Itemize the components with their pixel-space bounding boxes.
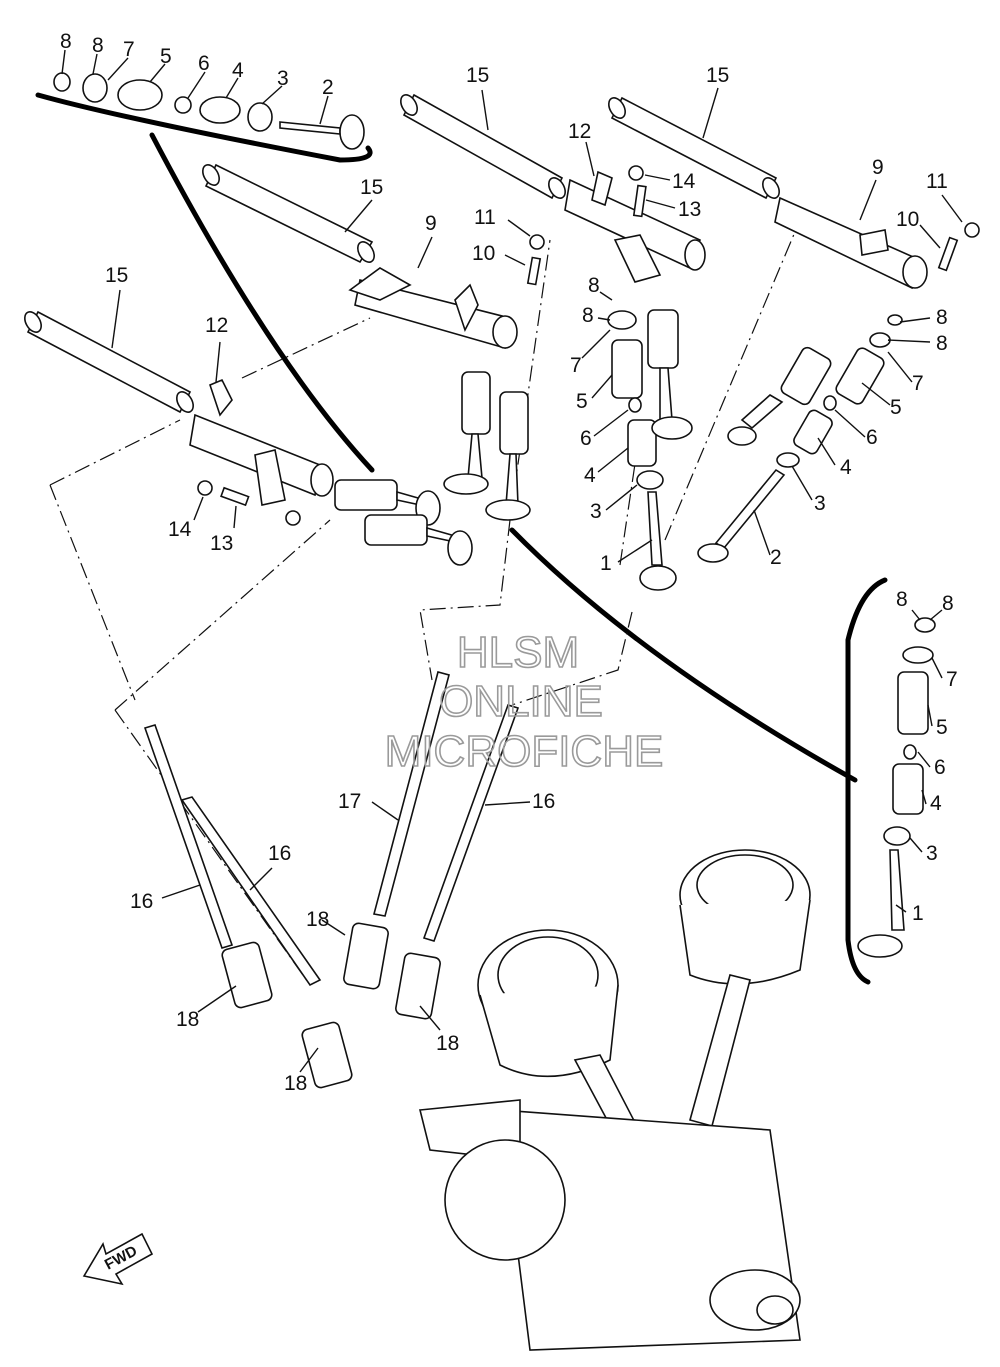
callout-7: 7 xyxy=(570,354,582,377)
callout-3: 3 xyxy=(277,67,289,90)
callout-1: 1 xyxy=(912,902,924,925)
top-left-valve-kit xyxy=(53,72,365,150)
callout-14: 14 xyxy=(672,170,696,193)
callout-12: 12 xyxy=(205,314,228,337)
watermark-line-2: ONLINE xyxy=(439,677,603,726)
tappets xyxy=(221,922,441,1089)
center-group-leader xyxy=(509,527,858,783)
callout-5: 5 xyxy=(576,390,588,413)
callout-11: 11 xyxy=(926,170,948,193)
forward-direction-arrow: FWD xyxy=(82,1232,154,1286)
callout-10: 10 xyxy=(472,242,495,265)
callout-16: 16 xyxy=(532,790,555,813)
push-rods xyxy=(143,671,520,987)
callout-18: 18 xyxy=(176,1008,199,1031)
callout-numbers: 8 8 7 5 6 4 3 2 15 15 15 15 12 14 13 12 … xyxy=(60,30,958,1095)
callout-4: 4 xyxy=(232,59,244,82)
engine-lower-assembly xyxy=(418,849,811,1351)
callout-9: 9 xyxy=(872,156,884,179)
callout-7: 7 xyxy=(123,38,135,61)
callout-16: 16 xyxy=(130,890,153,913)
callout-15: 15 xyxy=(105,264,128,287)
callout-4: 4 xyxy=(840,456,852,479)
top-left-group-leader xyxy=(149,132,375,473)
right-valve-kit xyxy=(697,314,903,563)
callout-7: 7 xyxy=(912,372,924,395)
leader-lines xyxy=(61,49,963,1073)
small-fasteners xyxy=(197,165,980,507)
center-right-valve-kit xyxy=(607,309,693,591)
callout-15: 15 xyxy=(360,176,383,199)
callout-17: 17 xyxy=(338,790,361,813)
rocker-shaft-left xyxy=(24,310,194,414)
rocker-arm-center xyxy=(348,267,518,350)
right-group-bracket xyxy=(845,577,888,985)
callout-14: 14 xyxy=(168,518,192,541)
callout-16: 16 xyxy=(268,842,291,865)
callout-6: 6 xyxy=(866,426,878,449)
assembly-lines xyxy=(49,219,801,986)
top-left-group-bracket xyxy=(35,92,373,163)
rocker-arm-right xyxy=(774,196,928,290)
callout-13: 13 xyxy=(678,198,701,221)
callout-15: 15 xyxy=(706,64,729,87)
callout-8: 8 xyxy=(936,306,948,329)
callout-8: 8 xyxy=(936,332,948,355)
callout-2: 2 xyxy=(322,76,334,99)
callout-15: 15 xyxy=(466,64,489,87)
callout-8: 8 xyxy=(588,274,600,297)
callout-13: 13 xyxy=(210,532,233,555)
callout-3: 3 xyxy=(926,842,938,865)
callout-4: 4 xyxy=(930,792,942,815)
callout-11: 11 xyxy=(474,206,496,229)
callout-5: 5 xyxy=(936,716,948,739)
watermark: HLSM ONLINE MICROFICHE xyxy=(384,627,664,777)
callout-2: 2 xyxy=(770,546,782,569)
rocker-arm-upper-center xyxy=(564,170,706,283)
callout-8: 8 xyxy=(896,588,908,611)
callout-1: 1 xyxy=(600,552,612,575)
callout-3: 3 xyxy=(814,492,826,515)
callout-3: 3 xyxy=(590,500,602,523)
callout-5: 5 xyxy=(890,396,902,419)
watermark-line-1: HLSM xyxy=(457,628,579,677)
callout-6: 6 xyxy=(580,427,592,450)
callout-8: 8 xyxy=(60,30,72,53)
callout-8: 8 xyxy=(942,592,954,615)
rocker-shaft-top-center xyxy=(400,93,566,200)
watermark-line-3: MICROFICHE xyxy=(385,727,664,776)
rocker-arm-left xyxy=(189,378,334,526)
rocker-shaft-top-right xyxy=(608,96,780,200)
callout-8: 8 xyxy=(92,34,104,57)
callout-9: 9 xyxy=(425,212,437,235)
callout-8: 8 xyxy=(582,304,594,327)
callout-7: 7 xyxy=(946,668,958,691)
center-valve-springs xyxy=(334,371,531,566)
callout-4: 4 xyxy=(584,464,596,487)
callout-10: 10 xyxy=(896,208,919,231)
rocker-shaft-top-left xyxy=(202,163,375,264)
callout-18: 18 xyxy=(436,1032,459,1055)
callout-6: 6 xyxy=(198,52,210,75)
far-right-valve-kit xyxy=(857,617,936,958)
callout-6: 6 xyxy=(934,756,946,779)
callout-12: 12 xyxy=(568,120,591,143)
callout-18: 18 xyxy=(284,1072,307,1095)
callout-18: 18 xyxy=(306,908,329,931)
callout-5: 5 xyxy=(160,45,172,68)
